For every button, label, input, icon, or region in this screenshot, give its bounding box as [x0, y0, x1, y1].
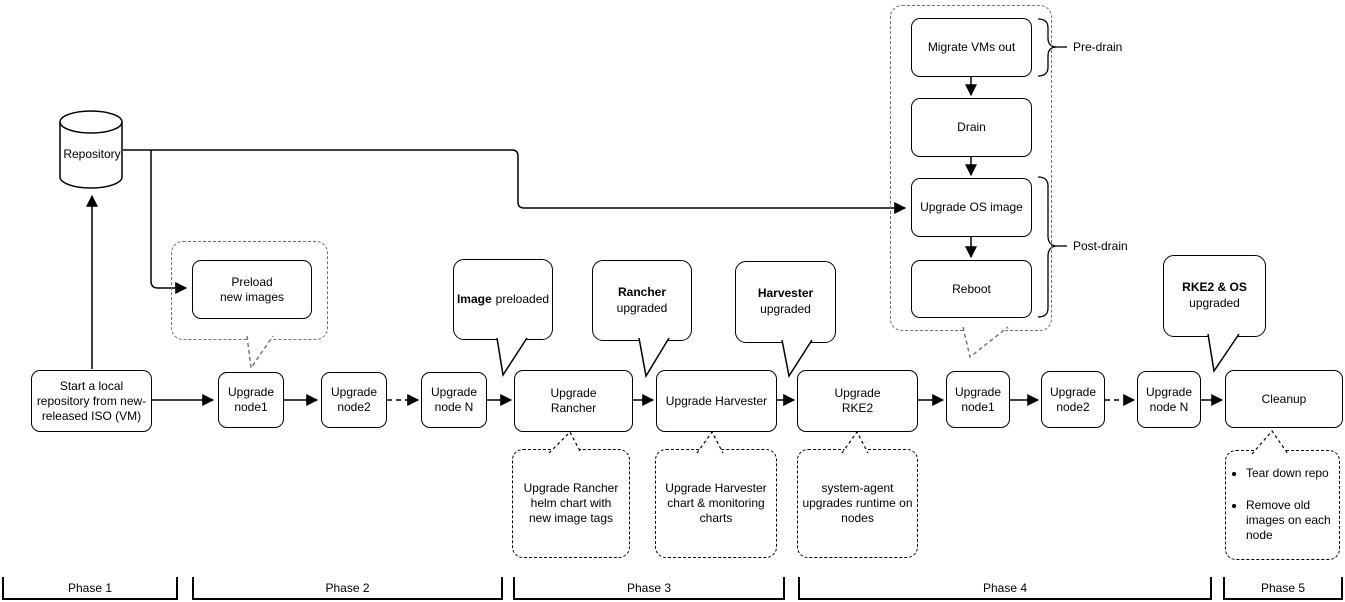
phase-1-bracket: Phase 1 [2, 577, 178, 600]
phase-5-bracket: Phase 5 [1223, 577, 1343, 600]
bubble-bold-text: Harvester [757, 286, 814, 301]
post-drain-label: Post-drain [1073, 239, 1128, 253]
node-upgrade-node2-p2: Upgrade node2 [321, 372, 387, 428]
pre-drain-label: Pre-drain [1073, 40, 1123, 54]
bubble-bold-text: Rancher [617, 284, 667, 299]
phase-4-bracket: Phase 4 [798, 577, 1212, 600]
node-upgrade-node1-p2: Upgrade node1 [218, 372, 284, 428]
node-cleanup: Cleanup [1225, 370, 1343, 428]
bubble-rest-text: upgraded [616, 300, 668, 315]
preload-tail [247, 336, 273, 368]
node-upgrade-nodeN-p4: Upgrade node N [1137, 371, 1201, 428]
phase-2-bracket: Phase 2 [192, 577, 503, 600]
node-drain: Drain [911, 98, 1032, 157]
cleanup-task-list: Tear down repo Remove old images on each… [1230, 451, 1335, 560]
phase-3-bracket: Phase 3 [513, 577, 785, 600]
bubble-image-preloaded: Image preloaded [453, 259, 553, 340]
note-rancher-helm-chart: Upgrade Rancher helm chart with new imag… [512, 449, 630, 558]
cleanup-task-item: Tear down repo [1246, 466, 1335, 481]
bubble-rest-text: upgraded [760, 302, 811, 316]
node-upgrade-rke2: Upgrade RKE2 [797, 370, 918, 432]
node-upgrade-harvester: Upgrade Harvester [656, 370, 777, 432]
edge-repo-to-os-image [123, 149, 907, 214]
phase-label: Phase 3 [626, 580, 672, 595]
node-upgrade-node2-p4: Upgrade node2 [1041, 371, 1105, 428]
bubble-rancher-upgraded: Rancher upgraded [592, 260, 692, 341]
node-upgrade-node1-p4: Upgrade node1 [946, 371, 1010, 428]
node-upgrade-group-tail [963, 327, 1008, 357]
note-cleanup-tasks: Tear down repo Remove old images on each… [1225, 450, 1340, 560]
cleanup-task-item: Remove old images on each node [1246, 498, 1335, 543]
repository-label: Repository [63, 147, 121, 161]
bubble-rest-text: preloaded [495, 291, 550, 306]
phase-label: Phase 2 [325, 580, 370, 595]
node-upgrade-nodeN-p2: Upgrade node N [421, 372, 487, 428]
bubble-rest-text: upgraded [1189, 296, 1240, 310]
node-preload-new-images: Preload new images [192, 260, 312, 319]
bubble-bold-text: RKE2 & OS [1182, 280, 1247, 295]
bubble-rke2-os-upgraded: RKE2 & OS upgraded [1163, 255, 1266, 337]
bubble-rke2-tail [1208, 334, 1239, 371]
node-reboot: Reboot [911, 260, 1032, 318]
bubble-harvester-upgraded: Harvester upgraded [735, 261, 836, 343]
node-upgrade-rancher: Upgrade Rancher [514, 370, 633, 432]
node-start-local-repo: Start a local repository from new- relea… [31, 370, 152, 432]
note-harvester-charts: Upgrade Harvester chart & monitoring cha… [655, 449, 777, 558]
bubble-bold-text: Image [456, 291, 492, 306]
node-migrate-vms-out: Migrate VMs out [911, 18, 1032, 77]
phase-label: Phase 4 [982, 580, 1028, 595]
phase-label: Phase 5 [1260, 580, 1306, 595]
node-upgrade-os-image: Upgrade OS image [911, 178, 1032, 237]
note-system-agent: system-agent upgrades runtime on nodes [797, 449, 918, 558]
phase-label: Phase 1 [67, 580, 113, 595]
